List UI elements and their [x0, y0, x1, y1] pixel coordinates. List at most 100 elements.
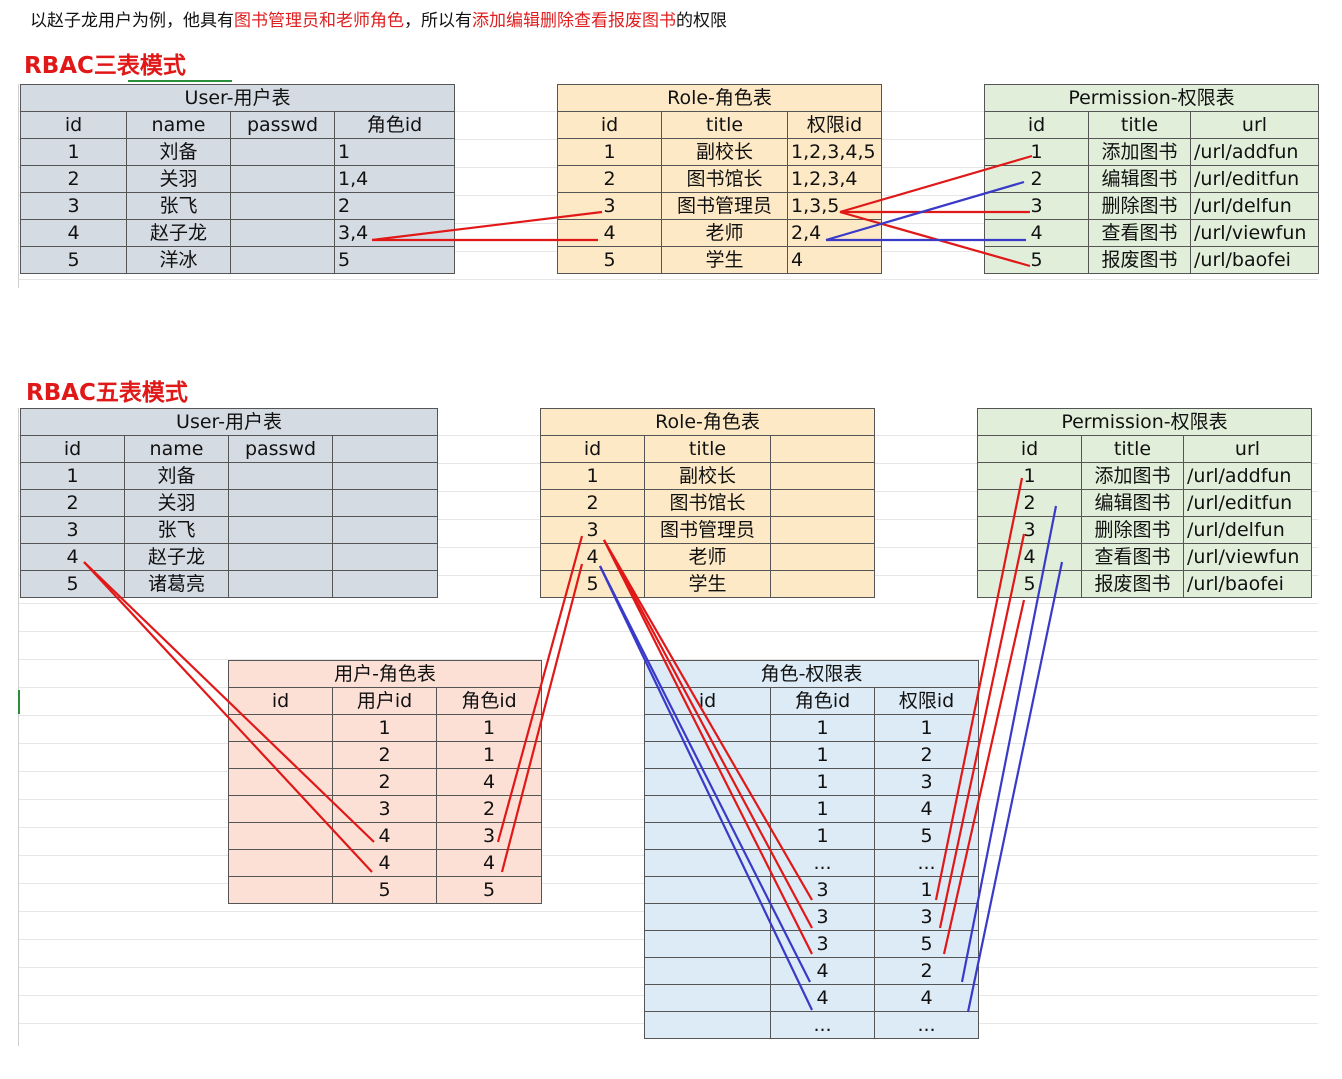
five-role-caption: Role-角色表 [539, 408, 876, 436]
header-cell: url [1190, 111, 1319, 139]
table-row: 3 图书管理员 1,3,5 [557, 192, 883, 220]
header-cell: id [984, 111, 1089, 139]
header-cell: name [124, 435, 229, 463]
cell: /url/addfun [1183, 462, 1312, 490]
header-cell: id [557, 111, 662, 139]
table-row: 5 报废图书 /url/baofei [977, 570, 1312, 598]
cell [230, 192, 335, 220]
cell: 2 [540, 489, 645, 517]
cell [331, 570, 439, 598]
header-cell: 权限id [786, 111, 883, 139]
cell [331, 543, 439, 571]
three-table-title: RBAC三表模式 [24, 53, 186, 79]
three-role-table: Role-角色表 id title 权限id 1 副校长 1,2,3,4,5 2… [556, 84, 883, 274]
cell: 2,4 [786, 219, 883, 247]
cell: 3 [770, 903, 875, 931]
cell: 2 [332, 741, 437, 769]
header-cell: 角色id [770, 687, 875, 715]
cell [331, 462, 439, 490]
cell: 4 [786, 246, 883, 274]
table-row: 5 诸葛亮 [20, 570, 439, 598]
cell: 3 [540, 516, 645, 544]
cell: ... [770, 1011, 875, 1039]
table-row: 4 赵子龙 [20, 543, 439, 571]
table-row: 4 老师 2,4 [557, 219, 883, 247]
cell: 2 [977, 489, 1082, 517]
cell: 赵子龙 [126, 219, 231, 247]
cell [331, 489, 439, 517]
cell [228, 876, 333, 904]
cell: 编辑图书 [1088, 165, 1191, 193]
cell: 5 [873, 930, 980, 958]
cell: 3 [20, 192, 127, 220]
cell: 5 [977, 570, 1082, 598]
table-row: 1 副校长 1,2,3,4,5 [557, 138, 883, 166]
cell-selection-marker [18, 690, 20, 714]
cell: /url/baofei [1190, 246, 1319, 274]
cell: 刘备 [126, 138, 231, 166]
cell: /url/delfun [1190, 192, 1319, 220]
cell [228, 489, 333, 517]
cell [228, 462, 333, 490]
cell [228, 741, 333, 769]
cell: 查看图书 [1081, 543, 1184, 571]
cell [644, 984, 771, 1012]
header-cell: 用户id [332, 687, 437, 715]
cell: 1 [540, 462, 645, 490]
cell: 3 [20, 516, 125, 544]
cell: 5 [984, 246, 1089, 274]
cell: /url/viewfun [1190, 219, 1319, 247]
cell [769, 570, 876, 598]
header-cell: url [1183, 435, 1312, 463]
table-row: 2 图书馆长 1,2,3,4 [557, 165, 883, 193]
header-cell: id [20, 111, 127, 139]
cell: /url/editfun [1190, 165, 1319, 193]
intro-part5: 的权限 [676, 11, 727, 31]
cell: 1 [770, 714, 875, 742]
cell: /url/editfun [1183, 489, 1312, 517]
five-user-caption: User-用户表 [19, 408, 439, 436]
cell: 3 [557, 192, 662, 220]
cell: 报废图书 [1088, 246, 1191, 274]
cell [228, 516, 333, 544]
cell [644, 957, 771, 985]
cell [230, 165, 335, 193]
cell [644, 795, 771, 823]
header-cell: title [644, 435, 771, 463]
cell: 5 [435, 876, 543, 904]
cell: 5 [332, 876, 437, 904]
header-cell: id [644, 687, 771, 715]
table-row: 2 关羽 1,4 [20, 165, 456, 193]
cell: 刘备 [124, 462, 229, 490]
cell: 3 [873, 768, 980, 796]
cell: 张飞 [126, 192, 231, 220]
role-permission-caption: 角色-权限表 [643, 660, 980, 688]
table-row: 4 赵子龙 3,4 [20, 219, 456, 247]
cell: 2 [873, 957, 980, 985]
cell: 学生 [661, 246, 788, 274]
cell: ... [873, 1011, 980, 1039]
cell: 老师 [661, 219, 788, 247]
cell: 3 [332, 795, 437, 823]
cell: 1 [557, 138, 662, 166]
cell [230, 219, 335, 247]
cell [644, 876, 771, 904]
cell [644, 741, 771, 769]
cell: 副校长 [644, 462, 771, 490]
table-row: 2 关羽 [20, 489, 439, 517]
cell: 1 [770, 741, 875, 769]
cell: 5 [20, 246, 127, 274]
table-row: 5 学生 [540, 570, 876, 598]
intro-text: 以赵子龙用户为例，他具有图书管理员和老师角色，所以有添加编辑删除查看报废图书的权… [30, 10, 727, 32]
table-row: 2 图书馆长 [540, 489, 876, 517]
cell [644, 930, 771, 958]
cell: 赵子龙 [124, 543, 229, 571]
cell: 图书馆长 [661, 165, 788, 193]
